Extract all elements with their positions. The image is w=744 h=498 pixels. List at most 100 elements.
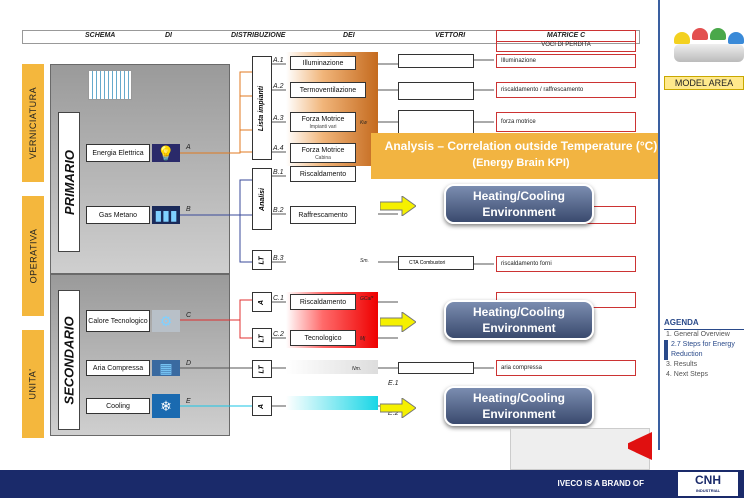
lt-box-2[interactable]: LT	[252, 328, 272, 348]
circuit-image	[88, 70, 132, 100]
detail-cta: CTA Combustori	[398, 256, 474, 270]
forza-sub: Impianti vari	[309, 123, 337, 130]
agenda-item-4[interactable]: 4. Next Steps	[666, 371, 709, 378]
hc2-l2: Environment	[482, 321, 556, 335]
primario-label: PRIMARIO	[58, 112, 80, 252]
primario-group	[50, 64, 230, 274]
snowflake-icon: ❄	[152, 394, 180, 418]
code-e1: E.1	[388, 380, 399, 387]
source-gas[interactable]: Gas Metano	[86, 206, 150, 224]
analysis-subtitle: (Energy Brain KPI)	[472, 157, 570, 169]
code-b2: B.2	[273, 207, 284, 214]
code-a4: A.4	[273, 145, 284, 152]
matrix-forza: forza motrice	[496, 112, 636, 132]
code-a3: A.3	[273, 115, 284, 122]
vector-illuminazione[interactable]: Illuminazione	[290, 56, 356, 70]
letter-d: D	[186, 360, 192, 367]
forza2-label: Forza Motrice	[301, 146, 345, 154]
vector-riscaldamento-2[interactable]: Riscaldamento	[290, 294, 356, 310]
code-a2: A.2	[273, 83, 284, 90]
matrice-header: MATRICE C VOCI DI PERDITA	[496, 30, 636, 52]
gas-burner-icon: ▮▮▮	[152, 206, 180, 224]
arrow-icon-2	[380, 312, 416, 332]
a-box-1[interactable]: A	[252, 292, 272, 312]
source-calore[interactable]: Calore Tecnologico	[86, 310, 150, 332]
air-vector-bar	[286, 360, 378, 374]
letter-b: B	[186, 206, 191, 213]
code-e2: E.2	[388, 410, 399, 417]
scheme-header: SCHEMA DI DISTRIBUZIONE DEI VETTORI	[22, 30, 640, 44]
lt-box-3[interactable]: LT	[252, 360, 272, 378]
detail-illum	[398, 54, 474, 68]
analisi[interactable]: Analisi	[252, 168, 272, 230]
lista-impianti[interactable]: Lista impianti	[252, 56, 272, 160]
detail-termo	[398, 82, 474, 100]
source-energia[interactable]: Energia Elettrica	[86, 144, 150, 162]
source-aria[interactable]: Aria Compressa	[86, 360, 150, 376]
voci-perdita: VOCI DI PERDITA	[541, 42, 591, 48]
header-schema: SCHEMA	[85, 32, 116, 39]
model-area-label[interactable]: MODEL AREA	[664, 76, 744, 90]
arrow-icon-3	[380, 398, 416, 418]
header-vettori: VETTORI	[435, 32, 466, 39]
code-c1: C.1	[273, 295, 284, 302]
header-distribuzione: DISTRIBUZIONE	[231, 32, 286, 39]
letter-e: E	[186, 398, 191, 405]
letter-a: A	[186, 144, 191, 151]
analysis-banner: Analysis – Correlation outside Temperatu…	[371, 133, 671, 179]
vector-termoventilazione[interactable]: Termoventilazione	[290, 82, 366, 98]
compressor-icon: ▦	[152, 360, 180, 376]
tab-verniciatura[interactable]: VERNICIATURA	[22, 64, 44, 182]
source-cooling[interactable]: Cooling	[86, 398, 150, 414]
code-b1: B.1	[273, 169, 284, 176]
workers-image	[670, 24, 744, 70]
forza-label: Forza Motrice	[301, 115, 345, 123]
code-b3: B.3	[273, 255, 284, 262]
code-c2: C.2	[273, 331, 284, 338]
agenda-panel: AGENDA 1. General Overview 2.7 Steps for…	[664, 318, 744, 380]
detail-aria	[398, 362, 474, 374]
factory-layout-thumbnail	[510, 428, 650, 470]
agenda-item-3[interactable]: 3. Results	[666, 361, 698, 368]
letter-c: C	[186, 312, 192, 319]
unit-kw: Kw	[360, 120, 367, 126]
detail-forza	[398, 110, 474, 134]
hc1-l2: Environment	[482, 205, 556, 219]
vector-raffrescamento[interactable]: Raffrescamento	[290, 206, 356, 224]
hc1-l1: Heating/Cooling	[473, 189, 565, 203]
logo-text: CNH	[695, 473, 721, 487]
agenda-title: AGENDA	[664, 318, 744, 330]
agenda-item-1[interactable]: 1. General Overview	[666, 331, 730, 338]
matrix-illum: Illuminazione	[496, 54, 636, 68]
cooling-vector-bar	[286, 396, 378, 410]
unit-gcal: GCal*	[360, 296, 374, 302]
header-dei: DEI	[343, 32, 355, 39]
tab-unita[interactable]: UNITA'	[22, 330, 44, 438]
tab-operativa[interactable]: OPERATIVA	[22, 196, 44, 316]
hc2-l1: Heating/Cooling	[473, 305, 565, 319]
matrix-aria: aria compressa	[496, 360, 636, 376]
logo-sub: INDUSTRIAL	[695, 488, 721, 493]
forza2-sub: Cabina	[315, 154, 331, 161]
boiler-icon: ⚙	[152, 310, 180, 332]
agenda-item-2[interactable]: 2.7 Steps for Energy Reduction	[664, 340, 744, 360]
vector-riscaldamento[interactable]: Riscaldamento	[290, 166, 356, 182]
arrow-icon-1	[380, 196, 416, 216]
matrice-title: MATRICE C	[497, 31, 635, 42]
lt-box-1[interactable]: LT	[252, 250, 272, 270]
vector-tecnologico[interactable]: Tecnologico	[290, 330, 356, 346]
secondario-label: SECONDARIO	[58, 290, 80, 430]
analysis-title: Analysis – Correlation outside Temperatu…	[384, 139, 658, 153]
a-box-2[interactable]: A	[252, 396, 272, 416]
hc3-l2: Environment	[482, 407, 556, 421]
sidebar	[658, 0, 744, 450]
footer-brand: IVECO IS A BRAND OF	[557, 479, 644, 488]
code-a1: A.1	[273, 57, 284, 64]
